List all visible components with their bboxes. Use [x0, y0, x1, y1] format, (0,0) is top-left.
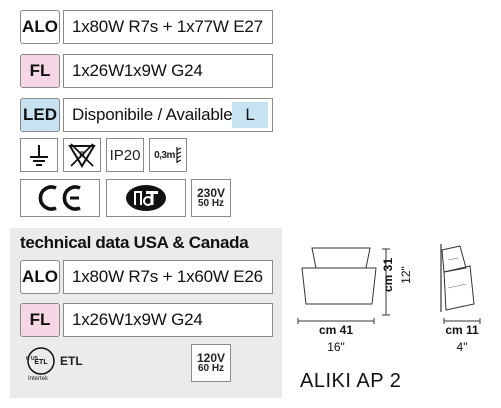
frequency-label: 50 Hz	[197, 198, 225, 209]
height-dimension-line	[382, 248, 390, 316]
led-badge: L	[232, 102, 268, 128]
min-distance-icon: 0,3m	[149, 138, 187, 172]
side-view-drawing	[440, 244, 475, 312]
usa-fl-tag: FL	[20, 303, 60, 337]
depth-dimension-line	[443, 318, 481, 324]
width-dimension-line	[297, 318, 375, 324]
led-availability-text: Disponibile / Available	[72, 105, 233, 124]
usa-fl-value: 1x26W1x9W G24	[63, 303, 273, 337]
height-inches: 12"	[399, 266, 413, 284]
usa-heading: technical data USA & Canada	[20, 233, 249, 252]
etl-label: ETL	[60, 354, 83, 368]
width-cm: cm 41	[318, 323, 354, 337]
distance-label: 0,3m	[154, 149, 175, 161]
height-cm: cm 31	[381, 257, 395, 293]
etl-cus: C US	[26, 356, 38, 362]
usa-alo-tag: ALO	[20, 260, 60, 294]
ce-mark-icon	[20, 179, 100, 217]
intertek-label: Intertek	[28, 376, 49, 382]
etl-circle-icon: ETL	[27, 347, 55, 375]
usa-voltage-badge: 120V 60 Hz	[191, 344, 231, 382]
no-cover-insulation-icon: F	[63, 138, 101, 172]
fl-value: 1x26W1x9W G24	[63, 54, 273, 88]
led-tag: LED	[20, 98, 60, 132]
depth-cm: cm 11	[445, 323, 479, 337]
earth-ground-icon	[20, 138, 58, 172]
ip-rating: IP20	[106, 138, 144, 172]
product-name: ALIKI AP 2	[300, 370, 402, 392]
usa-voltage-label: 120V	[196, 351, 226, 365]
usa-alo-value: 1x80W R7s + 1x60W E26	[63, 260, 273, 294]
alo-value: 1x80W R7s + 1x77W E27	[63, 10, 273, 44]
svg-text:ETL: ETL	[34, 359, 48, 366]
front-view-drawing	[301, 247, 377, 305]
voltage-badge: 230V 50 Hz	[191, 179, 231, 217]
width-inches: 16"	[327, 340, 345, 354]
fl-tag: FL	[20, 54, 60, 88]
alo-tag: ALO	[20, 10, 60, 44]
led-value: Disponibile / Available L	[63, 98, 273, 132]
depth-inches: 4"	[456, 340, 468, 354]
usa-frequency-label: 60 Hz	[197, 363, 225, 374]
etl-listed-mark: ETL C US ETL Intertek	[26, 344, 116, 386]
gost-certification-icon	[106, 179, 186, 217]
voltage-label: 230V	[196, 186, 226, 200]
